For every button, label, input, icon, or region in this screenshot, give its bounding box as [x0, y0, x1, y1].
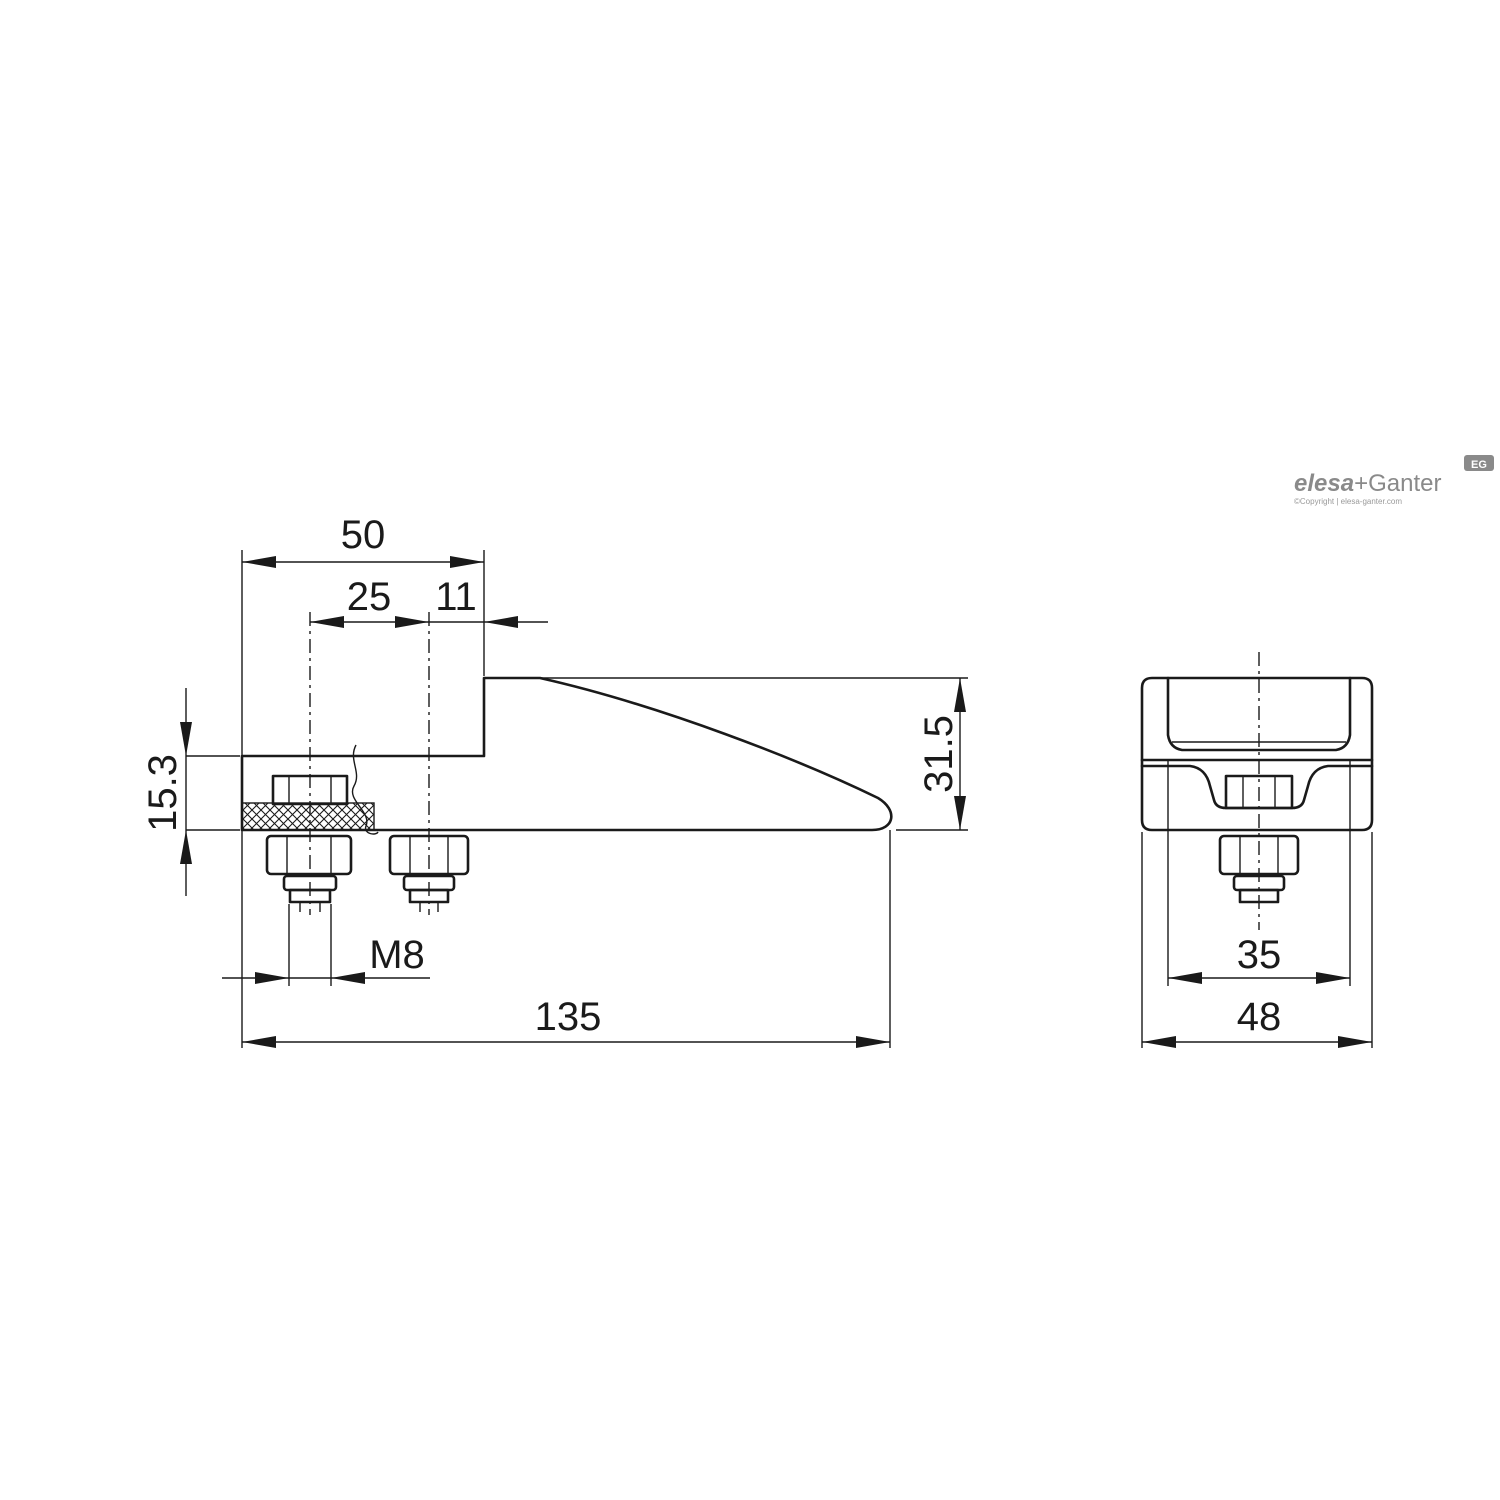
dim-48: 48 — [1142, 995, 1372, 1048]
svg-text:35: 35 — [1237, 933, 1282, 977]
end-view-outline — [1140, 676, 1374, 832]
svg-text:25: 25 — [347, 575, 392, 619]
brand-logo: elesa+Ganter EG ©Copyright | elesa-gante… — [1294, 455, 1494, 506]
dim-11: 11 — [429, 575, 548, 628]
svg-text:31.5: 31.5 — [917, 715, 961, 793]
t-slot-profile — [1140, 764, 1374, 810]
rubber-pad-section — [241, 802, 375, 831]
dim-m8: M8 — [222, 933, 430, 984]
end-view: 35 48 — [1140, 652, 1374, 1048]
dim-25: 25 — [310, 575, 429, 628]
side-view: 50 25 11 15.3 31.5 — [141, 513, 968, 1048]
svg-text:11: 11 — [435, 575, 477, 619]
left-bolt-assembly — [265, 774, 353, 912]
svg-text:EG: EG — [1471, 459, 1487, 471]
svg-text:15.3: 15.3 — [141, 754, 185, 832]
dim-50: 50 — [242, 513, 484, 568]
dim-31-5: 31.5 — [917, 678, 966, 830]
svg-text:elesa+Ganter: elesa+Ganter — [1294, 470, 1441, 497]
brand-badge — [1464, 455, 1494, 471]
svg-text:48: 48 — [1237, 995, 1282, 1039]
dim-135: 135 — [242, 995, 890, 1048]
svg-text:M8: M8 — [369, 933, 425, 977]
svg-text:©Copyright | elesa-ganter.com: ©Copyright | elesa-ganter.com — [1294, 497, 1402, 506]
svg-text:50: 50 — [341, 513, 386, 557]
dim-35: 35 — [1168, 933, 1350, 984]
clamp-body-outline — [240, 676, 893, 832]
break-line — [351, 744, 379, 835]
svg-text:135: 135 — [535, 995, 602, 1039]
dim-15-3: 15.3 — [141, 688, 192, 896]
